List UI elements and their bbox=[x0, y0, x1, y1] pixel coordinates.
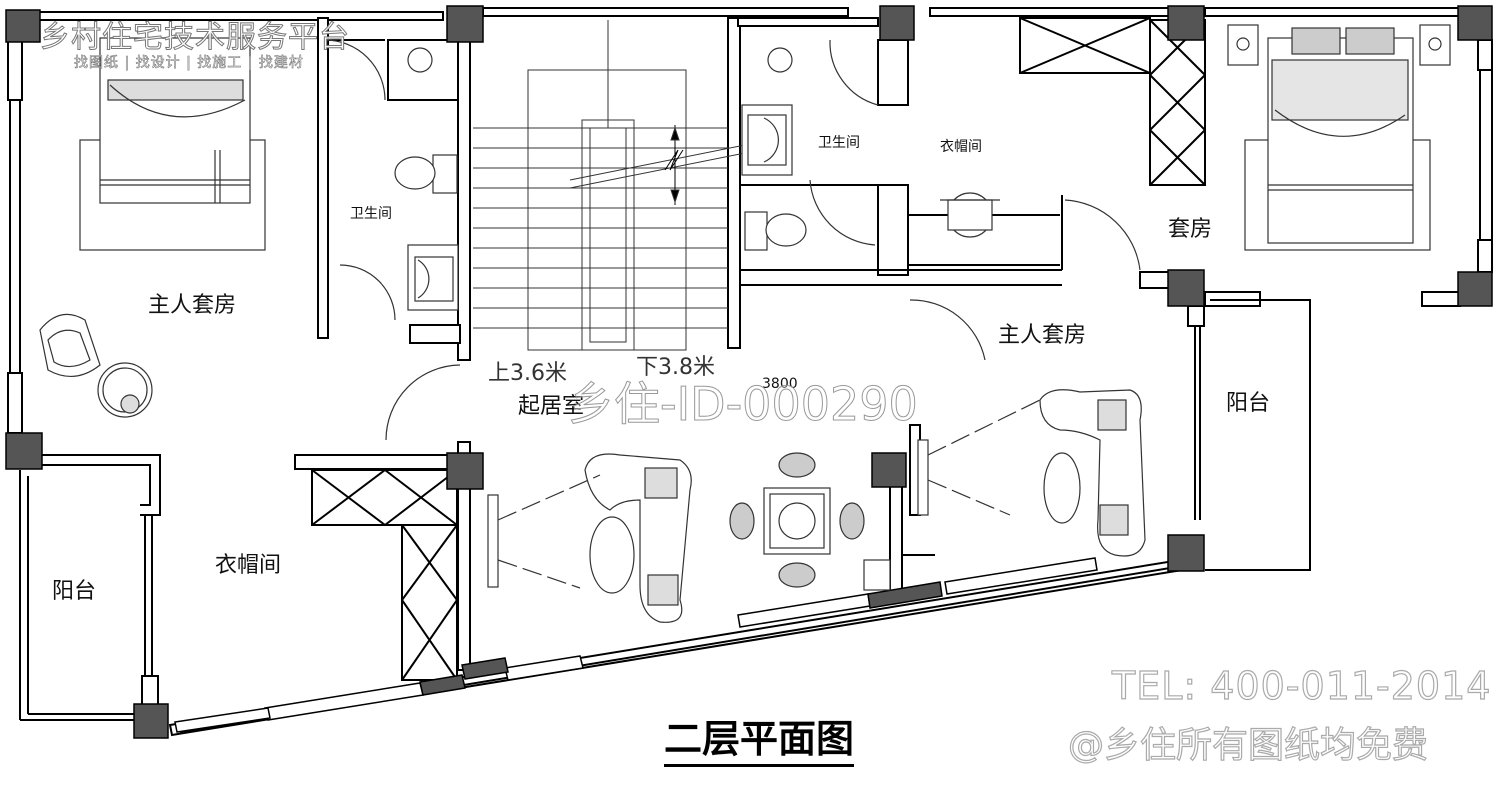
label-living-room: 起居室 bbox=[518, 394, 584, 419]
lounge-chair bbox=[39, 313, 153, 418]
watermark-tel: TEL: 400-011-2014 bbox=[1111, 663, 1492, 708]
label-bath-left: 卫生间 bbox=[350, 206, 392, 222]
label-balcony-right: 阳台 bbox=[1226, 391, 1270, 416]
dimension-note: 3800 bbox=[762, 376, 798, 392]
cloakroom-desk bbox=[940, 192, 1000, 238]
columns bbox=[5, 5, 1493, 739]
room-labels: 主人套房 卫生间 衣帽间 阳台 起居室 卫生间 衣帽间 套房 主人套房 阳台 上… bbox=[52, 135, 1270, 604]
label-cloakroom-left: 衣帽间 bbox=[215, 553, 281, 578]
right-suite-furniture bbox=[917, 389, 1146, 557]
bath-fixtures bbox=[324, 39, 1141, 441]
label-master-suite-right: 主人套房 bbox=[998, 323, 1086, 348]
label-suite-right: 套房 bbox=[1168, 217, 1212, 242]
label-balcony-left: 阳台 bbox=[52, 579, 96, 604]
watermark-brand: 乡村住宅技术服务平台 bbox=[40, 20, 350, 56]
label-master-suite-left: 主人套房 bbox=[148, 293, 236, 318]
bed-left bbox=[79, 37, 266, 251]
watermark-free-notice: @乡住所有图纸均免费 bbox=[1067, 724, 1429, 766]
windows bbox=[174, 557, 1098, 733]
plan-title: 二层平面图 bbox=[664, 719, 855, 767]
stair-up-note: 上3.6米 bbox=[488, 361, 567, 386]
staircase bbox=[473, 20, 781, 351]
watermark-id: 乡住-ID-000290 bbox=[568, 377, 919, 432]
living-furniture bbox=[487, 452, 891, 623]
watermark-slogan: 找图纸 | 找设计 | 找施工 | 找建材 bbox=[74, 55, 304, 72]
label-bath-right: 卫生间 bbox=[818, 135, 860, 151]
stair-down-note: 下3.8米 bbox=[636, 355, 715, 380]
bed-right bbox=[1227, 24, 1451, 251]
label-cloakroom-right: 衣帽间 bbox=[940, 139, 982, 155]
